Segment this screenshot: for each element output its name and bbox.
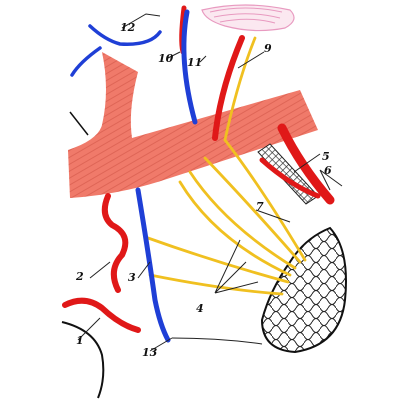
brain-region (201, 4, 295, 32)
gland (260, 226, 347, 354)
jaw-outline (61, 321, 105, 399)
label-6: 6 (324, 164, 332, 177)
label-5: 5 (322, 150, 330, 163)
artery-right (212, 35, 335, 205)
label-set: 1 2 3 4 5 6 7 9 10 11 12 13 (75, 21, 332, 359)
label-1: 1 (76, 334, 84, 347)
artery-left (62, 193, 141, 333)
label-4: 4 (196, 302, 204, 315)
nerve-branches (146, 36, 307, 296)
ear-line (69, 111, 89, 136)
label-3: 3 (128, 271, 136, 284)
label-13: 13 (142, 346, 158, 359)
label-11: 11 (187, 56, 202, 69)
label-9: 9 (264, 42, 272, 55)
vein-vessels (70, 9, 198, 343)
label-7: 7 (256, 200, 264, 213)
label-12: 12 (120, 21, 136, 34)
label-10: 10 (158, 52, 174, 65)
label-2: 2 (75, 270, 84, 283)
muscle-band (68, 52, 318, 198)
leader-lines (77, 13, 343, 352)
